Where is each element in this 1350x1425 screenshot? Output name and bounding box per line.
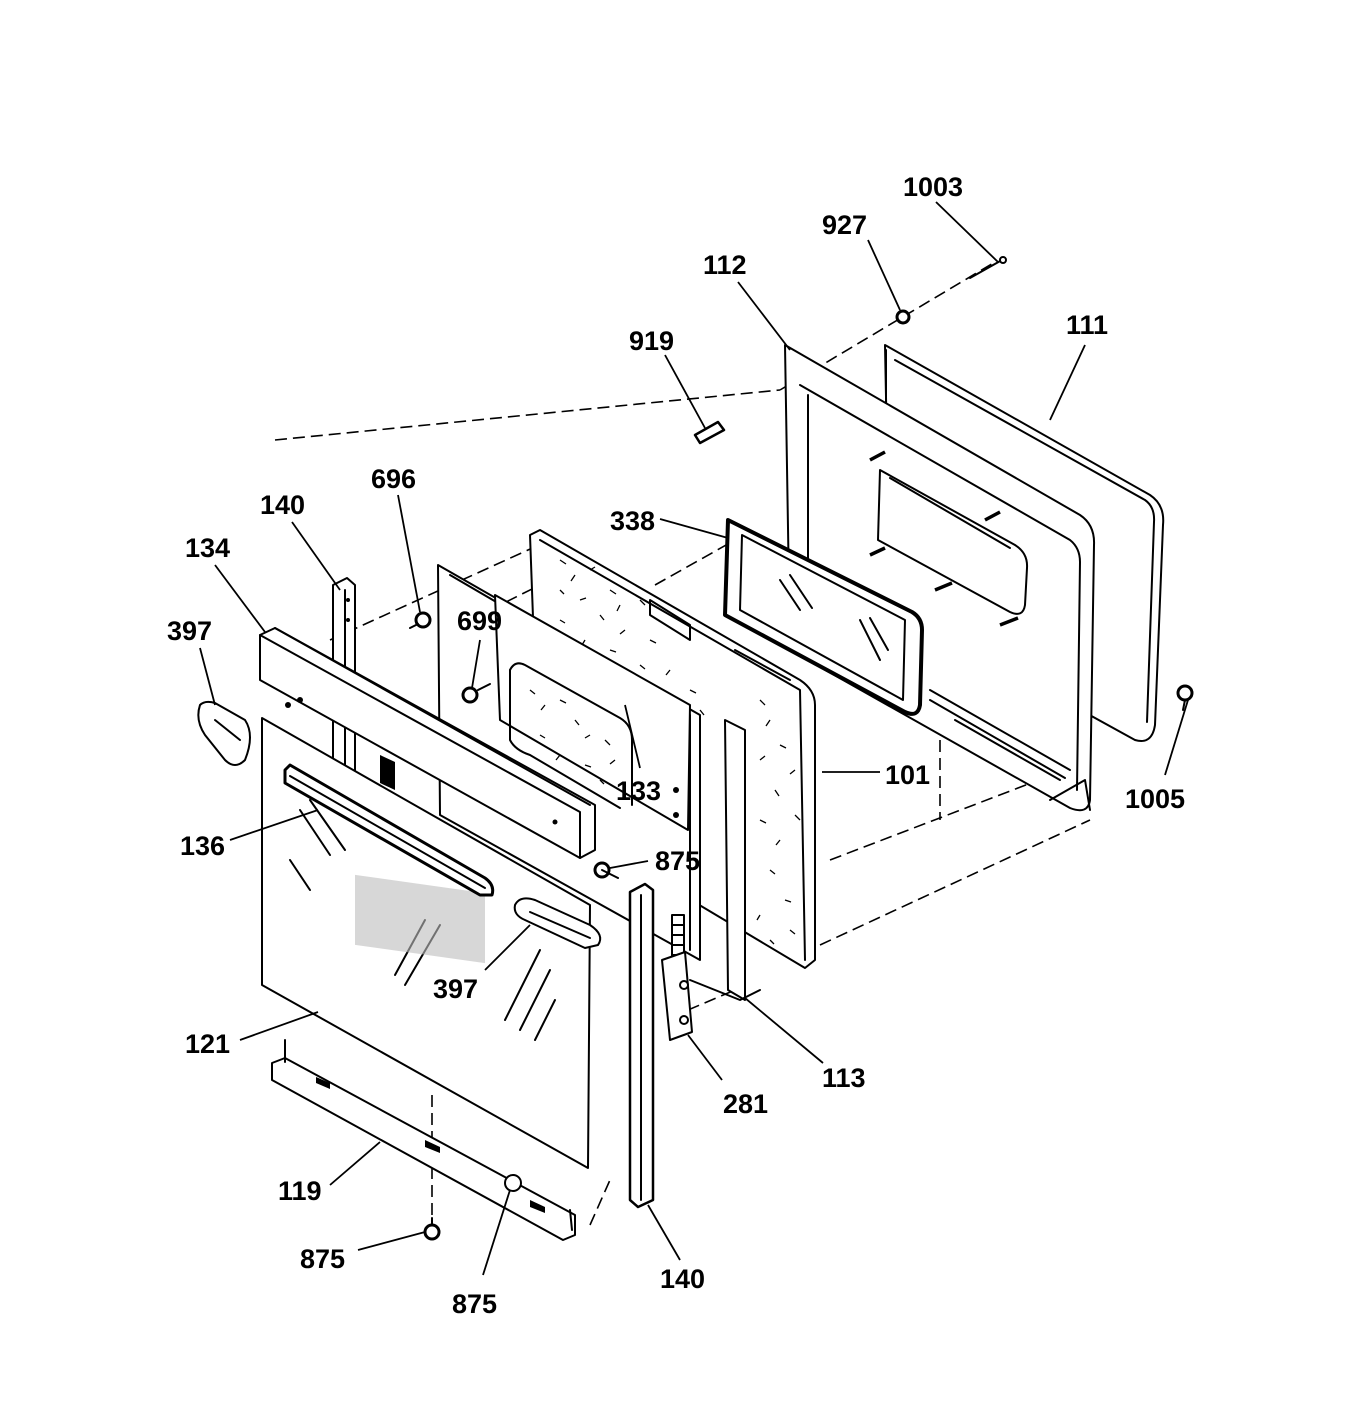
screw-699 — [461, 683, 491, 704]
label-101: 101 — [885, 760, 930, 790]
label-136: 136 — [180, 831, 225, 861]
washer-927 — [895, 309, 911, 325]
screw-875-mid — [593, 861, 619, 879]
label-281: 281 — [723, 1089, 768, 1119]
bottom-trim-119 — [271, 1039, 576, 1241]
label-338: 338 — [610, 506, 655, 536]
handle-endcap-397-left — [197, 700, 251, 766]
label-696: 696 — [371, 464, 416, 494]
label-927: 927 — [822, 210, 867, 240]
door-liner-133 — [437, 564, 701, 961]
part-labels: 1003 927 112 111 919 696 140 134 338 699… — [167, 172, 1185, 1319]
screw-1005 — [1176, 684, 1194, 711]
screw-1003 — [969, 256, 1007, 279]
outer-door-glass-121 — [261, 717, 591, 1169]
label-699: 699 — [457, 606, 502, 636]
label-140-bottom: 140 — [660, 1264, 705, 1294]
handle-endcap-397-right — [513, 897, 602, 949]
label-134: 134 — [185, 533, 230, 563]
label-112: 112 — [703, 250, 747, 280]
label-397-right: 397 — [433, 974, 478, 1004]
leader-lines — [199, 201, 1189, 1276]
window-glass-338 — [723, 518, 924, 716]
label-875-mid: 875 — [655, 846, 700, 876]
label-1005: 1005 — [1125, 784, 1185, 814]
side-trim-140-bottom — [628, 882, 655, 1209]
label-875-left: 875 — [300, 1244, 345, 1274]
clip-919 — [693, 420, 726, 445]
label-397-left: 397 — [167, 616, 212, 646]
label-111: 111 — [1066, 310, 1108, 340]
screw-696 — [409, 611, 432, 629]
label-140-top: 140 — [260, 490, 305, 520]
label-919: 919 — [629, 326, 674, 356]
label-875-bottom: 875 — [452, 1289, 497, 1319]
fasteners — [409, 256, 1194, 1241]
label-133: 133 — [616, 776, 661, 806]
hinge-281 — [661, 914, 693, 1041]
inner-door-frame-112 — [784, 344, 1096, 812]
handle-bar-136 — [283, 763, 495, 897]
control-trim-134 — [259, 627, 596, 859]
door-frame-113 — [689, 979, 761, 1001]
label-1003: 1003 — [903, 172, 963, 202]
screw-875-left — [423, 1217, 441, 1241]
label-121: 121 — [185, 1029, 230, 1059]
label-119: 119 — [278, 1176, 322, 1206]
label-113: 113 — [822, 1063, 866, 1093]
